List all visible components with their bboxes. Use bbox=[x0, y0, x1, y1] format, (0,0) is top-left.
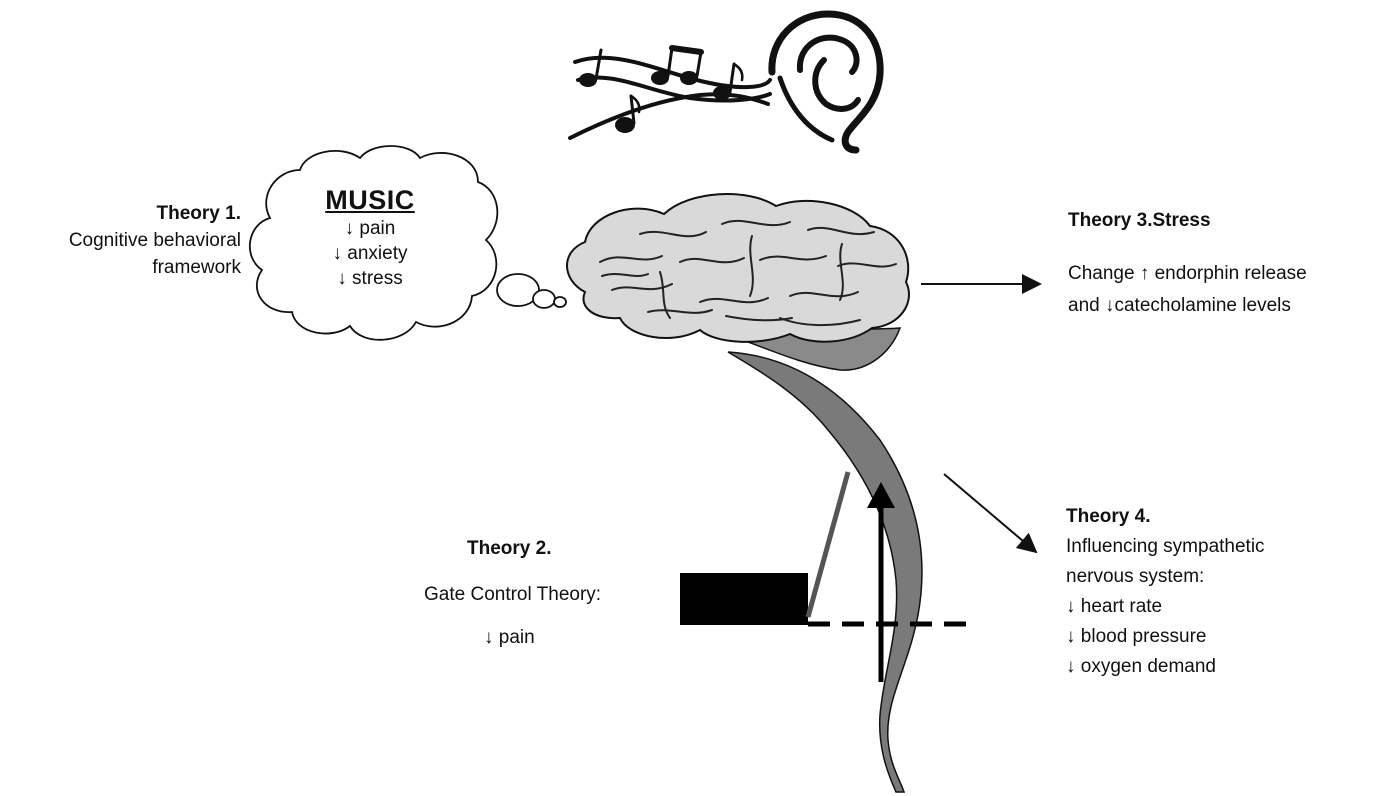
theory4-title: Theory 4. bbox=[1066, 506, 1151, 527]
theory4-line: ↓ blood pressure bbox=[1066, 626, 1207, 647]
music-title: MUSIC bbox=[325, 185, 415, 215]
brain-icon bbox=[566, 193, 910, 371]
theory3-title: Theory 3.Stress bbox=[1068, 210, 1211, 231]
theory3-block: Change ↑ endorphin release and ↓catechol… bbox=[1068, 258, 1307, 322]
spinal-cord-icon bbox=[727, 351, 923, 793]
music-notes-icon bbox=[568, 45, 772, 140]
theory2-line: Gate Control Theory: bbox=[424, 584, 602, 605]
arrow-to-theory4 bbox=[943, 473, 1038, 554]
gate-icon bbox=[680, 471, 968, 682]
ear-icon bbox=[768, 10, 884, 154]
theory4-line: ↓ oxygen demand bbox=[1066, 656, 1216, 677]
thought-cloud-icon bbox=[248, 145, 567, 341]
music-effect-stress: ↓ stress bbox=[337, 268, 403, 289]
theory3-line: and ↓catecholamine levels bbox=[1068, 295, 1291, 316]
theory1-title: Theory 1. bbox=[156, 203, 241, 224]
theory1-line: Cognitive behavioral bbox=[68, 230, 241, 251]
theory2-title: Theory 2. bbox=[467, 538, 552, 559]
music-effect-anxiety: ↓ anxiety bbox=[332, 243, 408, 264]
theory1-line: framework bbox=[152, 257, 241, 278]
theory3-line: Change ↑ endorphin release bbox=[1068, 263, 1307, 284]
theory4-block: Theory 4. Influencing sympathetic nervou… bbox=[1066, 502, 1265, 682]
music-cloud-text: MUSIC ↓ pain ↓ anxiety ↓ stress bbox=[290, 184, 450, 291]
theory4-line: nervous system: bbox=[1066, 566, 1205, 587]
theory1-block: Theory 1. Cognitive behavioral framework bbox=[69, 200, 241, 281]
theory4-line: Influencing sympathetic bbox=[1066, 536, 1265, 557]
music-effect-pain: ↓ pain bbox=[344, 218, 396, 239]
theory2-line: ↓ pain bbox=[484, 627, 535, 648]
theory4-line: ↓ heart rate bbox=[1066, 596, 1163, 617]
